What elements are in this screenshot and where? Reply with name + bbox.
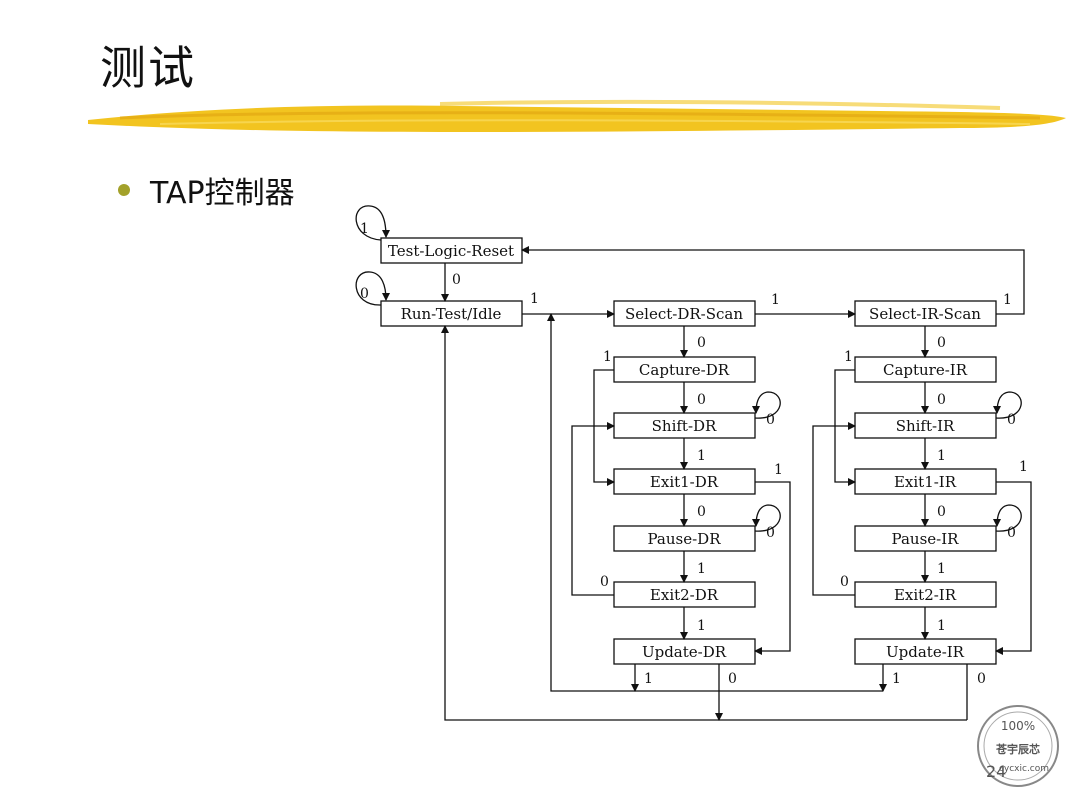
transition-label: 0 bbox=[600, 574, 609, 590]
transition-label: 1 bbox=[697, 448, 706, 464]
state-test-logic-reset: Test-Logic-Reset bbox=[388, 242, 514, 260]
transition-label: 0 bbox=[766, 412, 775, 428]
transition-label: 1 bbox=[644, 671, 653, 687]
state-pause-ir: Pause-IR bbox=[892, 530, 960, 548]
transition-label: 0 bbox=[1007, 525, 1016, 541]
state-pause-dr: Pause-DR bbox=[648, 530, 722, 548]
state-exit1-dr: Exit1-DR bbox=[650, 473, 719, 491]
loop-run-test-idle bbox=[355, 271, 390, 306]
loop-test-logic-reset bbox=[355, 205, 390, 241]
state-capture-ir: Capture-IR bbox=[883, 361, 968, 379]
transition-label: 1 bbox=[774, 462, 783, 478]
transition-label: 0 bbox=[1007, 412, 1016, 428]
transition-label: 1 bbox=[1003, 292, 1012, 308]
transition-label: 1 bbox=[892, 671, 901, 687]
transition-label: 1 bbox=[937, 448, 946, 464]
transition-label: 1 bbox=[603, 349, 612, 365]
transition-label: 0 bbox=[697, 504, 706, 520]
transition-label: 1 bbox=[1019, 459, 1028, 475]
state-run-test-idle: Run-Test/Idle bbox=[401, 305, 502, 323]
state-update-dr: Update-DR bbox=[642, 643, 727, 661]
state-capture-dr: Capture-DR bbox=[639, 361, 730, 379]
bullet-item: TAP控制器 bbox=[118, 168, 295, 212]
transition-label: 1 bbox=[937, 561, 946, 577]
transition-label: 0 bbox=[937, 392, 946, 408]
transition-label: 0 bbox=[697, 392, 706, 408]
transition-label: 0 bbox=[840, 574, 849, 590]
transition-label: 1 bbox=[697, 618, 706, 634]
loop-shift-dr bbox=[752, 391, 781, 419]
bullet-text: TAP控制器 bbox=[150, 176, 295, 211]
watermark-name: 苍宇辰芯 bbox=[995, 742, 1040, 756]
page-number: 24 bbox=[986, 762, 1006, 781]
state-select-dr-scan: Select-DR-Scan bbox=[625, 305, 743, 323]
watermark-percent: 100% bbox=[1001, 719, 1035, 733]
state-shift-ir: Shift-IR bbox=[896, 417, 955, 435]
transition-label: 0 bbox=[977, 671, 986, 687]
state-exit2-ir: Exit2-IR bbox=[894, 586, 957, 604]
bullet-dot-icon bbox=[118, 184, 130, 196]
transition-label: 1 bbox=[771, 292, 780, 308]
state-exit1-ir: Exit1-IR bbox=[894, 473, 957, 491]
transition-label: 1 bbox=[360, 221, 369, 237]
transition-label: 0 bbox=[452, 272, 461, 288]
state-shift-dr: Shift-DR bbox=[652, 417, 717, 435]
transition-label: 1 bbox=[697, 561, 706, 577]
transition-label: 1 bbox=[937, 618, 946, 634]
loop-pause-dr bbox=[752, 504, 781, 532]
loop-shift-ir bbox=[993, 391, 1022, 419]
loop-pause-ir bbox=[993, 504, 1022, 532]
transition-label: 0 bbox=[697, 335, 706, 351]
state-exit2-dr: Exit2-DR bbox=[650, 586, 719, 604]
watermark-site: cycxic.com bbox=[999, 764, 1049, 774]
transition-label: 0 bbox=[937, 335, 946, 351]
transition-label: 0 bbox=[937, 504, 946, 520]
state-select-ir-scan: Select-IR-Scan bbox=[869, 305, 981, 323]
slide-title: 测试 bbox=[100, 41, 196, 95]
transition-label: 0 bbox=[728, 671, 737, 687]
transition-label: 0 bbox=[360, 286, 369, 302]
state-update-ir: Update-IR bbox=[886, 643, 965, 661]
transition-label: 0 bbox=[766, 525, 775, 541]
transition-label: 1 bbox=[530, 291, 539, 307]
transition-label: 1 bbox=[844, 349, 853, 365]
